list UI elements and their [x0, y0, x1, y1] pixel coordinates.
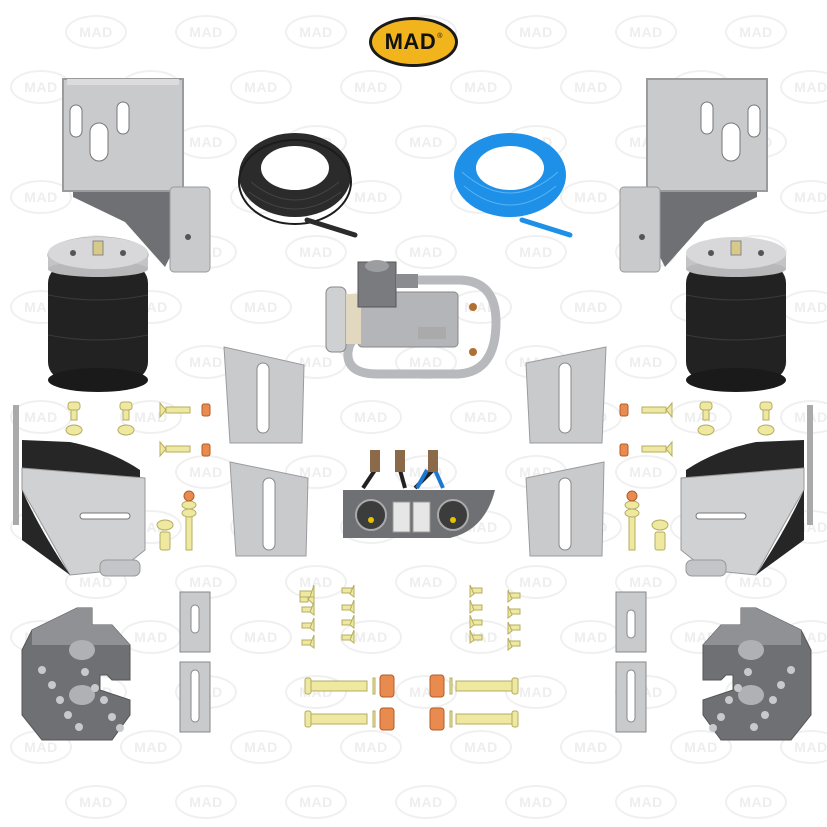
watermark: MAD [120, 400, 182, 434]
watermark: MAD [230, 730, 292, 764]
watermark: MAD [725, 785, 787, 819]
watermark: MAD [340, 400, 402, 434]
watermark: MAD [505, 15, 567, 49]
watermark: MAD [615, 455, 677, 489]
watermark: MAD [340, 620, 402, 654]
compressor-icon [325, 260, 501, 379]
wedge-plate-right-bottom [524, 460, 609, 560]
watermark: MAD [395, 565, 457, 599]
watermark: MAD [560, 70, 622, 104]
base-plate-right [696, 600, 821, 745]
wedge-plate-icon [525, 346, 607, 444]
hardware-right [612, 400, 782, 560]
watermark: MAD [505, 565, 567, 599]
bracket-icon [13, 405, 146, 577]
watermark: MAD [285, 455, 347, 489]
watermark: MAD [395, 235, 457, 269]
hose-coil-icon [454, 133, 573, 238]
watermark: MAD [505, 785, 567, 819]
watermark: MAD [780, 730, 827, 764]
bracket-icon [619, 78, 768, 273]
wedge-plate-icon [229, 461, 309, 557]
watermark: MAD [340, 730, 402, 764]
bracket-icon [62, 78, 211, 273]
control-panel [335, 440, 500, 540]
hardware-left [60, 400, 230, 560]
watermark: MAD [175, 15, 237, 49]
spacer-icon [615, 591, 647, 733]
watermark: MAD [285, 565, 347, 599]
watermark: MAD [450, 730, 512, 764]
watermark: MAD [340, 70, 402, 104]
spacer-plates-right [614, 590, 649, 735]
plate-icon [702, 607, 812, 741]
bolt-icon [619, 401, 775, 551]
watermark: MAD [560, 290, 622, 324]
hardware-center [299, 584, 530, 735]
watermark: MAD [615, 15, 677, 49]
watermark: MAD [725, 15, 787, 49]
watermark: MAD [780, 180, 827, 214]
watermark: MAD [65, 785, 127, 819]
mad-logo: MAD® [369, 17, 458, 67]
hose-coil-icon [238, 133, 358, 238]
watermark: MAD [450, 400, 512, 434]
watermark: MAD [285, 15, 347, 49]
watermark: MAD [505, 675, 567, 709]
air-spring-left [45, 225, 155, 395]
watermark: MAD [10, 180, 72, 214]
base-plate-left [12, 600, 137, 745]
spacer-plates-left [178, 590, 213, 735]
upper-bracket-left [55, 77, 215, 277]
watermark: MAD [615, 785, 677, 819]
watermark: MAD [175, 785, 237, 819]
wedge-plate-icon [223, 346, 305, 444]
lower-bracket-left [10, 400, 146, 580]
watermark: MAD [670, 730, 732, 764]
air-hose-black [237, 120, 367, 240]
watermark: MAD [615, 345, 677, 379]
air-bag-icon [47, 236, 149, 392]
air-hose-blue [452, 120, 582, 240]
watermark: MAD [780, 70, 827, 104]
compressor [318, 252, 503, 387]
gauge-panel-icon [343, 450, 495, 538]
upper-bracket-right [615, 77, 775, 277]
spacer-icon [179, 591, 211, 733]
watermark: MAD [285, 235, 347, 269]
watermark: MAD [450, 70, 512, 104]
watermark: MAD [560, 620, 622, 654]
registered-mark: ® [437, 32, 443, 40]
watermark: MAD [285, 785, 347, 819]
wedge-plate-icon [525, 461, 605, 557]
lower-bracket-right [680, 400, 816, 580]
watermark: MAD [230, 620, 292, 654]
bolt-icon [65, 401, 211, 551]
watermark: MAD [230, 70, 292, 104]
air-bag-icon [685, 237, 787, 392]
wedge-plate-right-top [524, 345, 609, 445]
watermark: MAD [65, 15, 127, 49]
watermark: MAD [395, 785, 457, 819]
plate-icon [21, 607, 131, 741]
wedge-plate-left-bottom [228, 460, 313, 560]
logo-text: MAD [384, 29, 437, 54]
watermark: MAD [230, 290, 292, 324]
air-spring-right [683, 225, 793, 395]
wedge-plate-left-top [222, 345, 307, 445]
watermark: MAD [505, 235, 567, 269]
bolt-icon [299, 584, 521, 731]
watermark: MAD [560, 730, 622, 764]
watermark: MAD [395, 125, 457, 159]
bracket-icon [680, 405, 813, 577]
watermark: MAD [120, 730, 182, 764]
